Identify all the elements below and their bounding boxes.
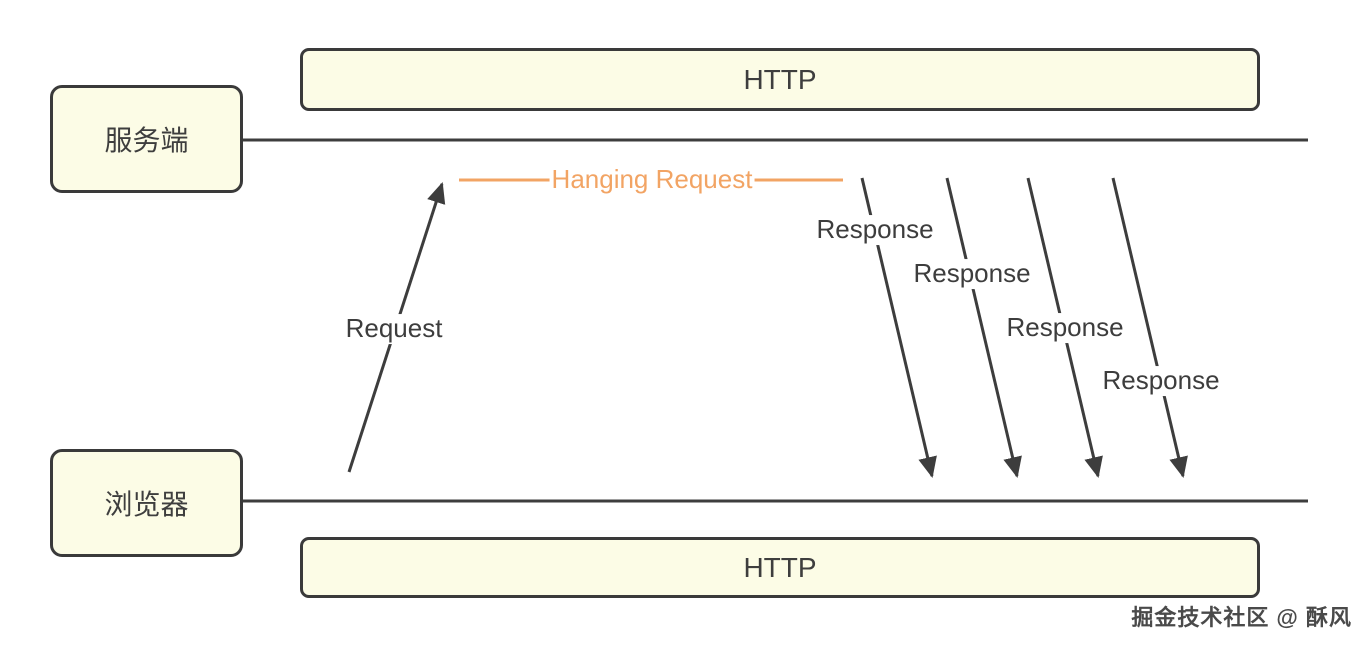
response-arrow-4 (1111, 177, 1188, 479)
response-label-1: Response (811, 214, 939, 245)
request-label: Request (340, 313, 448, 344)
http-bar-top: HTTP (300, 48, 1260, 111)
response-label-2: Response (908, 258, 1036, 289)
http-bar-top-label: HTTP (743, 63, 817, 95)
response-arrow-2 (945, 177, 1022, 479)
response-label-3: Response (1001, 312, 1129, 343)
response-label-4: Response (1097, 365, 1225, 396)
watermark: 掘金技术社区 @ 酥风 (1131, 605, 1352, 630)
server-node: 服务端 (50, 85, 243, 193)
server-node-label: 服务端 (104, 125, 189, 156)
browser-node: 浏览器 (50, 449, 243, 557)
http-bar-bottom: HTTP (300, 537, 1260, 598)
browser-node-label: 浏览器 (104, 489, 189, 520)
http-bar-bottom-label: HTTP (743, 551, 817, 583)
hanging-request-label: Hanging Request (549, 164, 755, 195)
